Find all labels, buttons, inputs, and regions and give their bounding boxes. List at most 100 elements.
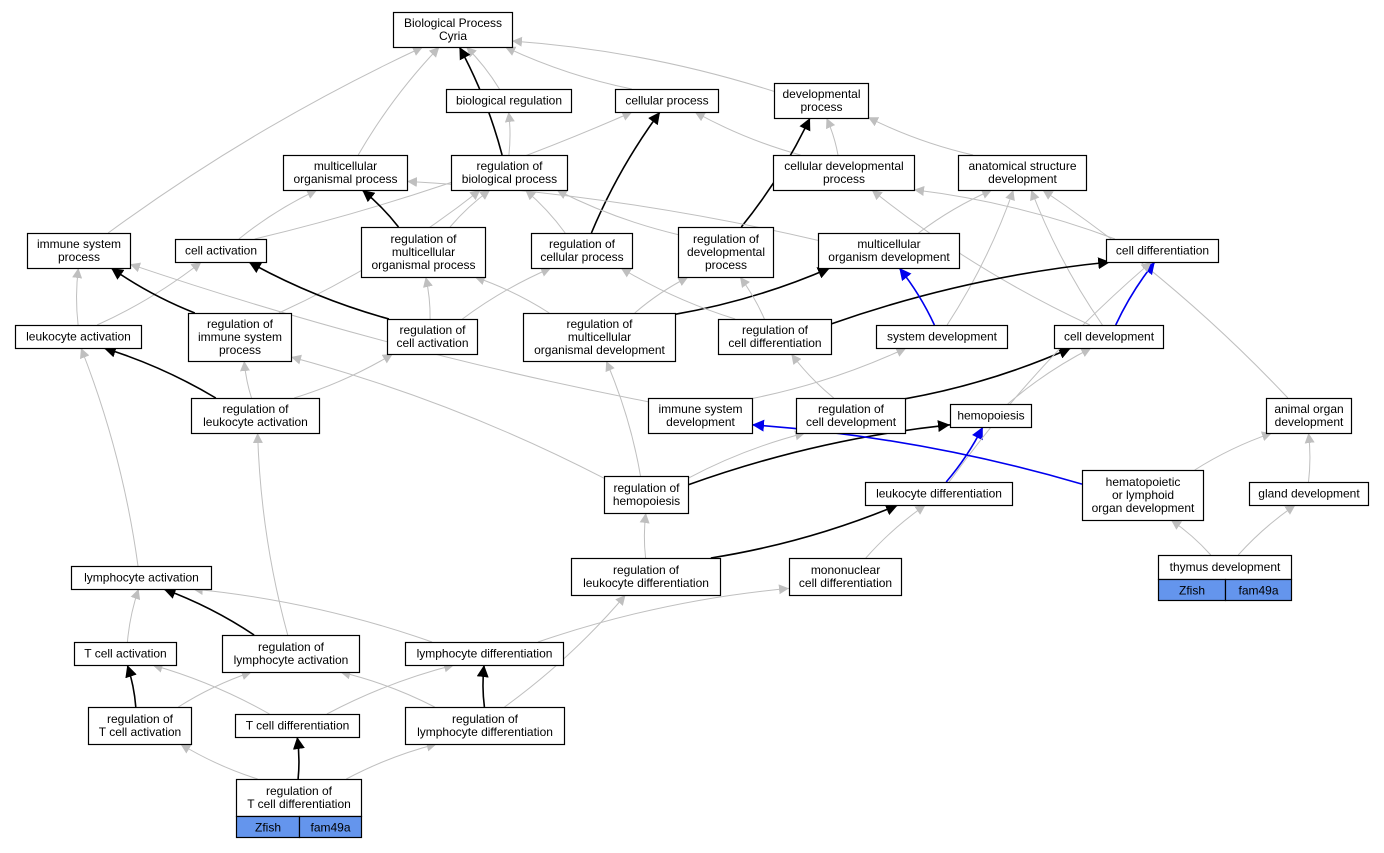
term-label-line: cellular process <box>625 94 708 108</box>
edge-sysdev-to-mod <box>898 267 936 326</box>
go-term-lymphdiff[interactable]: lymphocyte differentiation <box>404 641 565 667</box>
term-label-line: regulation of <box>476 159 543 173</box>
term-box <box>957 154 1088 192</box>
term-box <box>190 397 321 435</box>
term-label-line: biological process <box>462 172 557 186</box>
term-box <box>647 397 754 435</box>
term-label-line: regulation of <box>258 640 325 654</box>
term-box <box>817 232 961 270</box>
edge-regtcellact-to-tcellact <box>125 664 137 708</box>
go-term-hemo[interactable]: hemopoiesis <box>949 403 1033 429</box>
go-term-cellact[interactable]: cell activation <box>174 238 268 264</box>
term-label-line: cell development <box>806 415 897 429</box>
term-box <box>1157 554 1293 581</box>
go-term-glanddev[interactable]: gland development <box>1248 481 1370 507</box>
term-label-line: immune system <box>198 330 282 344</box>
term-label-line: organismal process <box>371 258 475 272</box>
term-label-line: lymphocyte activation <box>234 653 349 667</box>
term-label-line: regulation of <box>390 232 457 246</box>
edge-isd-to-sysdev <box>751 347 907 399</box>
edge-regmod-to-regdp <box>634 276 689 314</box>
term-box <box>26 232 132 270</box>
edge-regcellact-to-regcp <box>462 267 552 320</box>
edge-reglymphact-to-regleukact <box>252 432 289 636</box>
term-label-line: organismal development <box>534 343 665 357</box>
term-label-line: cell differentiation <box>1116 244 1209 258</box>
go-term-leukact[interactable]: leukocyte activation <box>14 324 143 350</box>
term-label-line: process <box>705 258 747 272</box>
term-label-line: system development <box>887 330 998 344</box>
term-label-line: T cell activation <box>99 725 181 739</box>
term-label-line: lymphocyte differentiation <box>417 725 553 739</box>
term-box <box>772 154 916 192</box>
edge-regcelldiff-to-regcp <box>620 267 736 320</box>
edge-reglymphdiff-to-reglymphact <box>340 669 435 708</box>
go-term-regtcelldiff[interactable]: regulation ofT cell differentiationZfish… <box>235 778 363 839</box>
go-term-celldev[interactable]: cell development <box>1053 324 1165 350</box>
term-label-line: development <box>988 172 1057 186</box>
edge-mop-to-bp <box>357 46 440 156</box>
term-box <box>450 154 569 192</box>
edge-hlod-to-aod <box>1194 431 1273 471</box>
edge-lymphact-to-leukact <box>80 347 139 567</box>
gene-annotation-label: fam49a <box>310 821 350 835</box>
edge-regisp-to-isp <box>110 267 196 314</box>
go-term-leukdiff[interactable]: leukocyte differentiation <box>864 481 1014 507</box>
term-label-line: regulation of <box>399 323 466 337</box>
term-label-line: thymus development <box>1170 560 1281 574</box>
species-annotation-label: Zfish <box>255 821 281 835</box>
go-term-lymphact[interactable]: lymphocyte activation <box>70 565 213 591</box>
term-label-line: process <box>58 250 100 264</box>
go-term-cellproc[interactable]: cellular process <box>614 88 720 114</box>
go-term-bioreg[interactable]: biological regulation <box>445 88 573 114</box>
term-label-line: immune system <box>37 237 121 251</box>
go-term-tcellact[interactable]: T cell activation <box>73 641 178 667</box>
term-box <box>235 778 363 818</box>
term-box <box>773 82 870 120</box>
term-box <box>234 713 361 739</box>
go-term-regtcellact[interactable]: regulation ofT cell activation <box>87 706 193 746</box>
edge-regcelldev-to-regcelldiff <box>790 353 835 399</box>
term-label-line: organismal process <box>293 172 397 186</box>
go-term-tcelldiff[interactable]: T cell differentiation <box>234 713 361 739</box>
term-label-line: anatomical structure <box>968 159 1076 173</box>
term-box <box>174 238 268 264</box>
edge-regcellact-to-regmop <box>423 276 433 320</box>
go-term-sysdev[interactable]: system development <box>875 324 1009 350</box>
term-box <box>677 226 775 279</box>
edge-regcp-to-cellproc <box>590 111 661 234</box>
edge-regtcelldiff-to-regtcellact <box>180 743 258 780</box>
go-term-celldiff[interactable]: cell differentiation <box>1105 238 1220 264</box>
edge-leukdiff-to-celldiff <box>948 261 1152 483</box>
term-box <box>864 481 1014 507</box>
term-box <box>14 324 143 350</box>
term-box <box>522 312 677 363</box>
